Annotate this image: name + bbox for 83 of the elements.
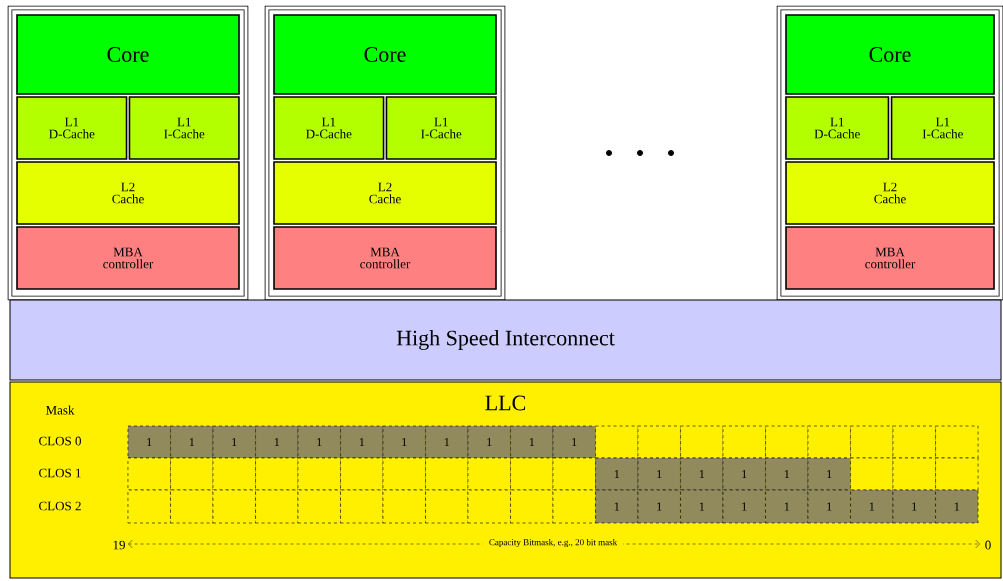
bitmask-cell: 1 xyxy=(807,489,851,524)
bitmask-cell xyxy=(382,457,426,491)
l2-cache-box: L2 Cache xyxy=(16,161,240,225)
l1-cache-box: L1 D-Cache xyxy=(785,96,890,160)
bitmask-cell xyxy=(765,425,809,459)
bitmask-cell xyxy=(807,425,851,459)
bitmask-cell xyxy=(297,489,341,524)
bitmask-cell: 1 xyxy=(595,457,639,491)
bitmask-cell: 1 xyxy=(212,425,256,459)
bitmask-cell: 1 xyxy=(255,425,299,459)
bitmask-cell xyxy=(552,457,596,491)
bitmask-cell xyxy=(467,457,511,491)
bitmask-cell xyxy=(340,489,384,524)
bitmask-cell: 1 xyxy=(765,489,809,524)
row-label: CLOS 1 xyxy=(39,468,81,478)
l2-cache-box: L2 Cache xyxy=(273,161,497,225)
l1-cache-box: L1 D-Cache xyxy=(273,96,385,160)
bitmask-cell: 1 xyxy=(425,425,469,459)
bitmask-cell: 1 xyxy=(850,489,894,524)
dimension-label: Capacity Bitmask, e.g., 20 bit mask xyxy=(482,537,624,549)
bitmask-cell xyxy=(510,457,554,491)
bitmask-cell: 1 xyxy=(510,425,554,459)
bitmask-cell: 1 xyxy=(127,425,171,459)
bitmask-cell: 1 xyxy=(892,489,936,524)
bitmask-cell xyxy=(850,457,894,491)
interconnect-band: High Speed Interconnect xyxy=(9,299,1002,381)
bitmask-cell xyxy=(127,489,171,524)
bitmask-cell: 1 xyxy=(340,425,384,459)
bitmask-cell xyxy=(935,425,979,459)
l2-cache-box: L2 Cache xyxy=(785,161,995,225)
bitmask-cell xyxy=(510,489,554,524)
bitmask-cell xyxy=(935,457,979,491)
core-box: Core xyxy=(16,14,240,95)
bitmask-cell: 1 xyxy=(382,425,426,459)
bitmask-cell xyxy=(127,457,171,491)
row-label: Mask xyxy=(45,405,75,415)
bitmask-cell xyxy=(170,457,214,491)
bitmask-cell: 1 xyxy=(170,425,214,459)
bitmask-cell xyxy=(297,457,341,491)
core-box: Core xyxy=(273,14,497,95)
row-label: CLOS 0 xyxy=(39,436,81,446)
controller-box: MBA controller xyxy=(16,226,240,290)
row-label: CLOS 2 xyxy=(39,501,81,511)
bitmask-cell xyxy=(425,457,469,491)
bitmask-cell xyxy=(425,489,469,524)
bitmask-cell xyxy=(850,425,894,459)
bitmask-cell: 1 xyxy=(680,489,724,524)
bitmask-cell xyxy=(212,457,256,491)
bitmask-cell xyxy=(467,489,511,524)
bitmask-cell: 1 xyxy=(467,425,511,459)
bitmask-cell: 1 xyxy=(637,489,681,524)
controller-box: MBA controller xyxy=(785,226,995,290)
bitmask-cell xyxy=(680,425,724,459)
l1-cache-box: L1 I-Cache xyxy=(385,96,497,160)
l1-cache-box: L1 D-Cache xyxy=(16,96,128,160)
bitmask-cell xyxy=(722,425,766,459)
dimension-label: 19 xyxy=(113,540,125,550)
bitmask-cell: 1 xyxy=(595,489,639,524)
bitmask-cell xyxy=(255,457,299,491)
l1-cache-box: L1 I-Cache xyxy=(128,96,240,160)
bitmask-cell: 1 xyxy=(807,457,851,491)
bitmask-cell xyxy=(637,425,681,459)
bitmask-cell: 1 xyxy=(297,425,341,459)
controller-box: MBA controller xyxy=(273,226,497,290)
dimension-label: 0 xyxy=(985,540,991,550)
bitmask-cell: 1 xyxy=(765,457,809,491)
bitmask-cell xyxy=(255,489,299,524)
bitmask-cell xyxy=(212,489,256,524)
bitmask-cell xyxy=(552,489,596,524)
bitmask-cell: 1 xyxy=(722,489,766,524)
bitmask-cell: 1 xyxy=(935,489,979,524)
bitmask-cell xyxy=(382,489,426,524)
bitmask-cell: 1 xyxy=(552,425,596,459)
l1-cache-box: L1 I-Cache xyxy=(890,96,995,160)
bitmask-cell xyxy=(340,457,384,491)
bitmask-cell xyxy=(595,425,639,459)
bitmask-cell: 1 xyxy=(722,457,766,491)
bitmask-cell xyxy=(892,425,936,459)
bitmask-cell xyxy=(892,457,936,491)
core-box: Core xyxy=(785,14,995,95)
bitmask-cell: 1 xyxy=(680,457,724,491)
bitmask-cell xyxy=(170,489,214,524)
bitmask-cell: 1 xyxy=(637,457,681,491)
